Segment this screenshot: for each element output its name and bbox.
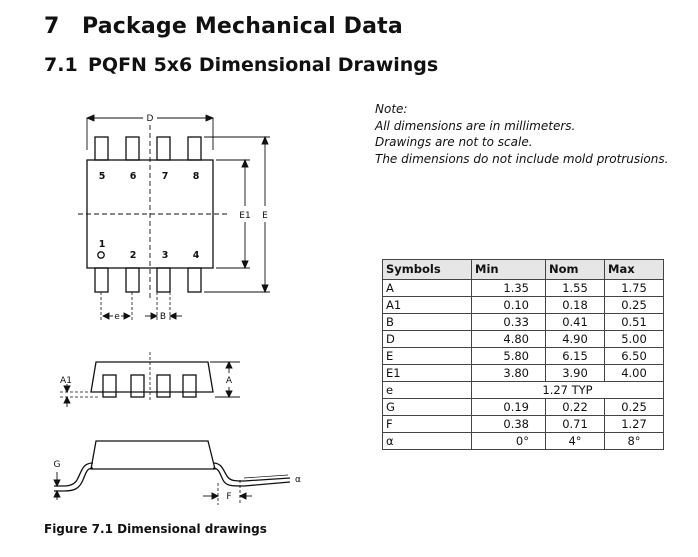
section-heading: 7 Package Mechanical Data xyxy=(44,14,403,39)
note-line: The dimensions do not include mold protr… xyxy=(375,151,669,166)
pin-number: 2 xyxy=(130,250,137,261)
table-cell: 1.27 TYP xyxy=(471,381,664,399)
table-cell: 0.71 xyxy=(545,415,605,433)
table-cell: G xyxy=(382,398,472,416)
table-cell: 0.19 xyxy=(471,398,546,416)
table-header: Nom xyxy=(545,259,605,280)
table-cell: B xyxy=(382,313,472,331)
table-cell: 3.80 xyxy=(471,364,546,382)
note-block: Note: All dimensions are in millimeters.… xyxy=(375,101,668,167)
table-row: D 4.80 4.90 5.00 xyxy=(382,330,664,348)
dim-label-D: D xyxy=(147,114,154,124)
dim-label-G: G xyxy=(54,460,61,470)
table-cell: 0.38 xyxy=(471,415,546,433)
dim-label-A1: A1 xyxy=(60,376,72,386)
dim-label-B: B xyxy=(160,312,166,322)
table-cell: e xyxy=(382,381,472,399)
table-cell: 0° xyxy=(471,432,546,450)
dimension-table: Symbols Min Nom Max A 1.35 1.55 1.75 A1 … xyxy=(382,259,664,450)
table-cell: 0.22 xyxy=(545,398,605,416)
table-cell: 4.90 xyxy=(545,330,605,348)
table-cell: α xyxy=(382,432,472,450)
dim-label-E1: E1 xyxy=(239,211,250,221)
subsection-number: 7.1 xyxy=(44,54,78,76)
table-header-row: Symbols Min Nom Max xyxy=(382,259,664,280)
table-cell: A1 xyxy=(382,296,472,314)
table-cell: 4.00 xyxy=(604,364,664,382)
table-row: A1 0.10 0.18 0.25 xyxy=(382,296,664,314)
dim-label-e: e xyxy=(114,312,120,322)
table-cell: 5.80 xyxy=(471,347,546,365)
table-row: G 0.19 0.22 0.25 xyxy=(382,398,664,416)
table-cell: 1.35 xyxy=(471,279,546,297)
table-cell: 0.10 xyxy=(471,296,546,314)
pin-number: 4 xyxy=(193,250,200,261)
table-row: F 0.38 0.71 1.27 xyxy=(382,415,664,433)
table-cell: 6.50 xyxy=(604,347,664,365)
table-cell: 1.27 xyxy=(604,415,664,433)
subsection-title: PQFN 5x6 Dimensional Drawings xyxy=(88,54,439,76)
figure-caption: Figure 7.1 Dimensional drawings xyxy=(44,522,267,536)
table-header: Symbols xyxy=(382,259,472,280)
table-cell: 5.00 xyxy=(604,330,664,348)
pin-number: 7 xyxy=(162,171,169,182)
dim-label-alpha: α xyxy=(295,475,301,485)
table-cell: 0.51 xyxy=(604,313,664,331)
table-cell: 3.90 xyxy=(545,364,605,382)
table-header: Max xyxy=(604,259,664,280)
table-cell: E1 xyxy=(382,364,472,382)
side-view-body xyxy=(90,361,214,393)
dim-label-F: F xyxy=(226,492,231,502)
table-cell: 6.15 xyxy=(545,347,605,365)
pin-number: 5 xyxy=(99,171,106,182)
pin-number: 3 xyxy=(162,250,169,261)
table-header: Min xyxy=(471,259,546,280)
subsection-heading: 7.1 PQFN 5x6 Dimensional Drawings xyxy=(44,54,438,76)
pin-number: 8 xyxy=(193,171,200,182)
table-row: α 0° 4° 8° xyxy=(382,432,664,450)
table-cell: 0.25 xyxy=(604,398,664,416)
pin1-marker xyxy=(97,251,105,259)
table-cell: 1.75 xyxy=(604,279,664,297)
note-line: All dimensions are in millimeters. xyxy=(375,118,576,133)
note-line: Drawings are not to scale. xyxy=(375,135,533,149)
note-heading: Note: xyxy=(375,102,408,116)
table-cell: 0.25 xyxy=(604,296,664,314)
table-cell: 4.80 xyxy=(471,330,546,348)
table-row: E1 3.80 3.90 4.00 xyxy=(382,364,664,382)
section-number: 7 xyxy=(44,14,60,39)
pin-number: 1 xyxy=(99,239,106,250)
table-cell: 4° xyxy=(545,432,605,450)
end-view-body xyxy=(90,440,216,470)
pin-number: 6 xyxy=(130,171,137,182)
table-cell: 1.55 xyxy=(545,279,605,297)
table-cell: F xyxy=(382,415,472,433)
table-cell: 0.33 xyxy=(471,313,546,331)
table-cell: 0.18 xyxy=(545,296,605,314)
table-cell: E xyxy=(382,347,472,365)
table-row: B 0.33 0.41 0.51 xyxy=(382,313,664,331)
dim-label-E: E xyxy=(262,211,268,221)
table-cell: 8° xyxy=(604,432,664,450)
table-cell: 0.41 xyxy=(545,313,605,331)
table-cell: A xyxy=(382,279,472,297)
section-title: Package Mechanical Data xyxy=(82,14,403,39)
table-row: E 5.80 6.15 6.50 xyxy=(382,347,664,365)
dim-label-A: A xyxy=(226,376,233,386)
table-row: e 1.27 TYP xyxy=(382,381,664,399)
table-row: A 1.35 1.55 1.75 xyxy=(382,279,664,297)
table-cell: D xyxy=(382,330,472,348)
